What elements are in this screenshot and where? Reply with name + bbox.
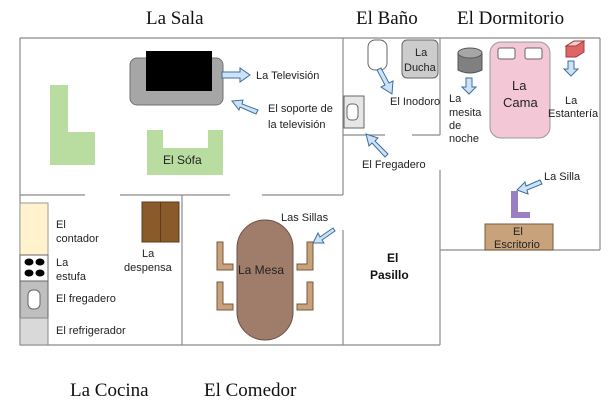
label-estufa-line1: La (56, 257, 69, 269)
pillow-right (524, 47, 543, 60)
label-refrigerador: El refrigerador (56, 325, 126, 337)
cama (489, 41, 551, 139)
label-cocina-fregadero: El fregadero (56, 293, 116, 305)
room-title-sala: La Sala (146, 8, 204, 29)
label-escritorio-line2: Escritorio (494, 239, 540, 251)
label-contador-line1: El (56, 219, 66, 231)
label-television: La Televisión (256, 70, 319, 82)
arrow-inodoro (376, 67, 394, 95)
label-mesita-line3: de (449, 120, 461, 132)
label-cama-line2: Cama (503, 95, 538, 110)
dining-chair-left-top (216, 241, 234, 271)
ducha (401, 39, 439, 79)
sofa (147, 130, 223, 175)
contador (19, 202, 49, 256)
arrow-bano-fregadero (365, 133, 389, 158)
label-cama-line1: La (512, 78, 527, 93)
burner-2 (35, 258, 45, 266)
label-mesita-line2: mesita (449, 107, 482, 119)
label-mesa: La Mesa (238, 263, 284, 277)
label-ducha-line1: La (415, 47, 428, 59)
label-pasillo-line1: El (387, 251, 398, 265)
arrow-tv-stand (231, 99, 259, 115)
bano-fregadero-basin (346, 103, 359, 121)
label-stand-line2: la televisión (268, 119, 325, 131)
silla (511, 191, 530, 218)
label-mesita-line4: noche (449, 133, 479, 145)
arrow-sillas (312, 227, 336, 244)
label-contador-line2: contador (56, 233, 99, 245)
label-stand-line1: El soporte de (268, 103, 333, 115)
refrigerador (19, 317, 49, 346)
mesita-top (457, 47, 483, 59)
label-estanteria-line1: La (565, 95, 578, 107)
cocina-fregadero-basin (27, 289, 41, 310)
dining-chair-right-bottom (296, 281, 314, 311)
pillow-left (497, 47, 516, 60)
dining-chair-right-top (296, 241, 314, 271)
sofa-l-shape (50, 85, 95, 165)
label-escritorio-line1: El (513, 226, 523, 238)
inodoro (367, 39, 388, 71)
label-inodoro: El Inodoro (390, 96, 440, 108)
label-ducha-line2: Ducha (404, 62, 437, 74)
arrow-silla (516, 179, 543, 195)
room-title-dormitorio: El Dormitorio (457, 8, 564, 29)
arrow-estanteria (562, 60, 580, 77)
label-estufa-line2: estufa (56, 271, 87, 283)
label-sofa: El Sófa (163, 153, 202, 167)
escritorio (484, 223, 554, 251)
television (146, 51, 212, 91)
label-silla: La Silla (544, 171, 581, 183)
arrow-television (221, 67, 251, 83)
label-pasillo-line2: Pasillo (370, 268, 409, 282)
label-mesita-line1: La (449, 93, 462, 105)
burner-4 (35, 269, 45, 277)
label-despensa-line1: La (142, 248, 155, 260)
burner-3 (24, 269, 34, 277)
label-despensa-line2: despensa (124, 262, 173, 274)
label-estanteria-line2: Estantería (548, 108, 599, 120)
arrow-mesita (460, 77, 478, 95)
estanteria-top (564, 40, 586, 47)
dining-chair-left-bottom (216, 281, 234, 311)
room-title-cocina: La Cocina (70, 380, 149, 401)
room-title-bano: El Baño (356, 8, 418, 29)
burner-1 (24, 258, 34, 266)
estufa (19, 254, 49, 282)
label-sillas: Las Sillas (281, 212, 329, 224)
label-bano-fregadero: El Fregadero (362, 159, 426, 171)
mesa (236, 219, 294, 341)
room-title-comedor: El Comedor (204, 380, 297, 401)
